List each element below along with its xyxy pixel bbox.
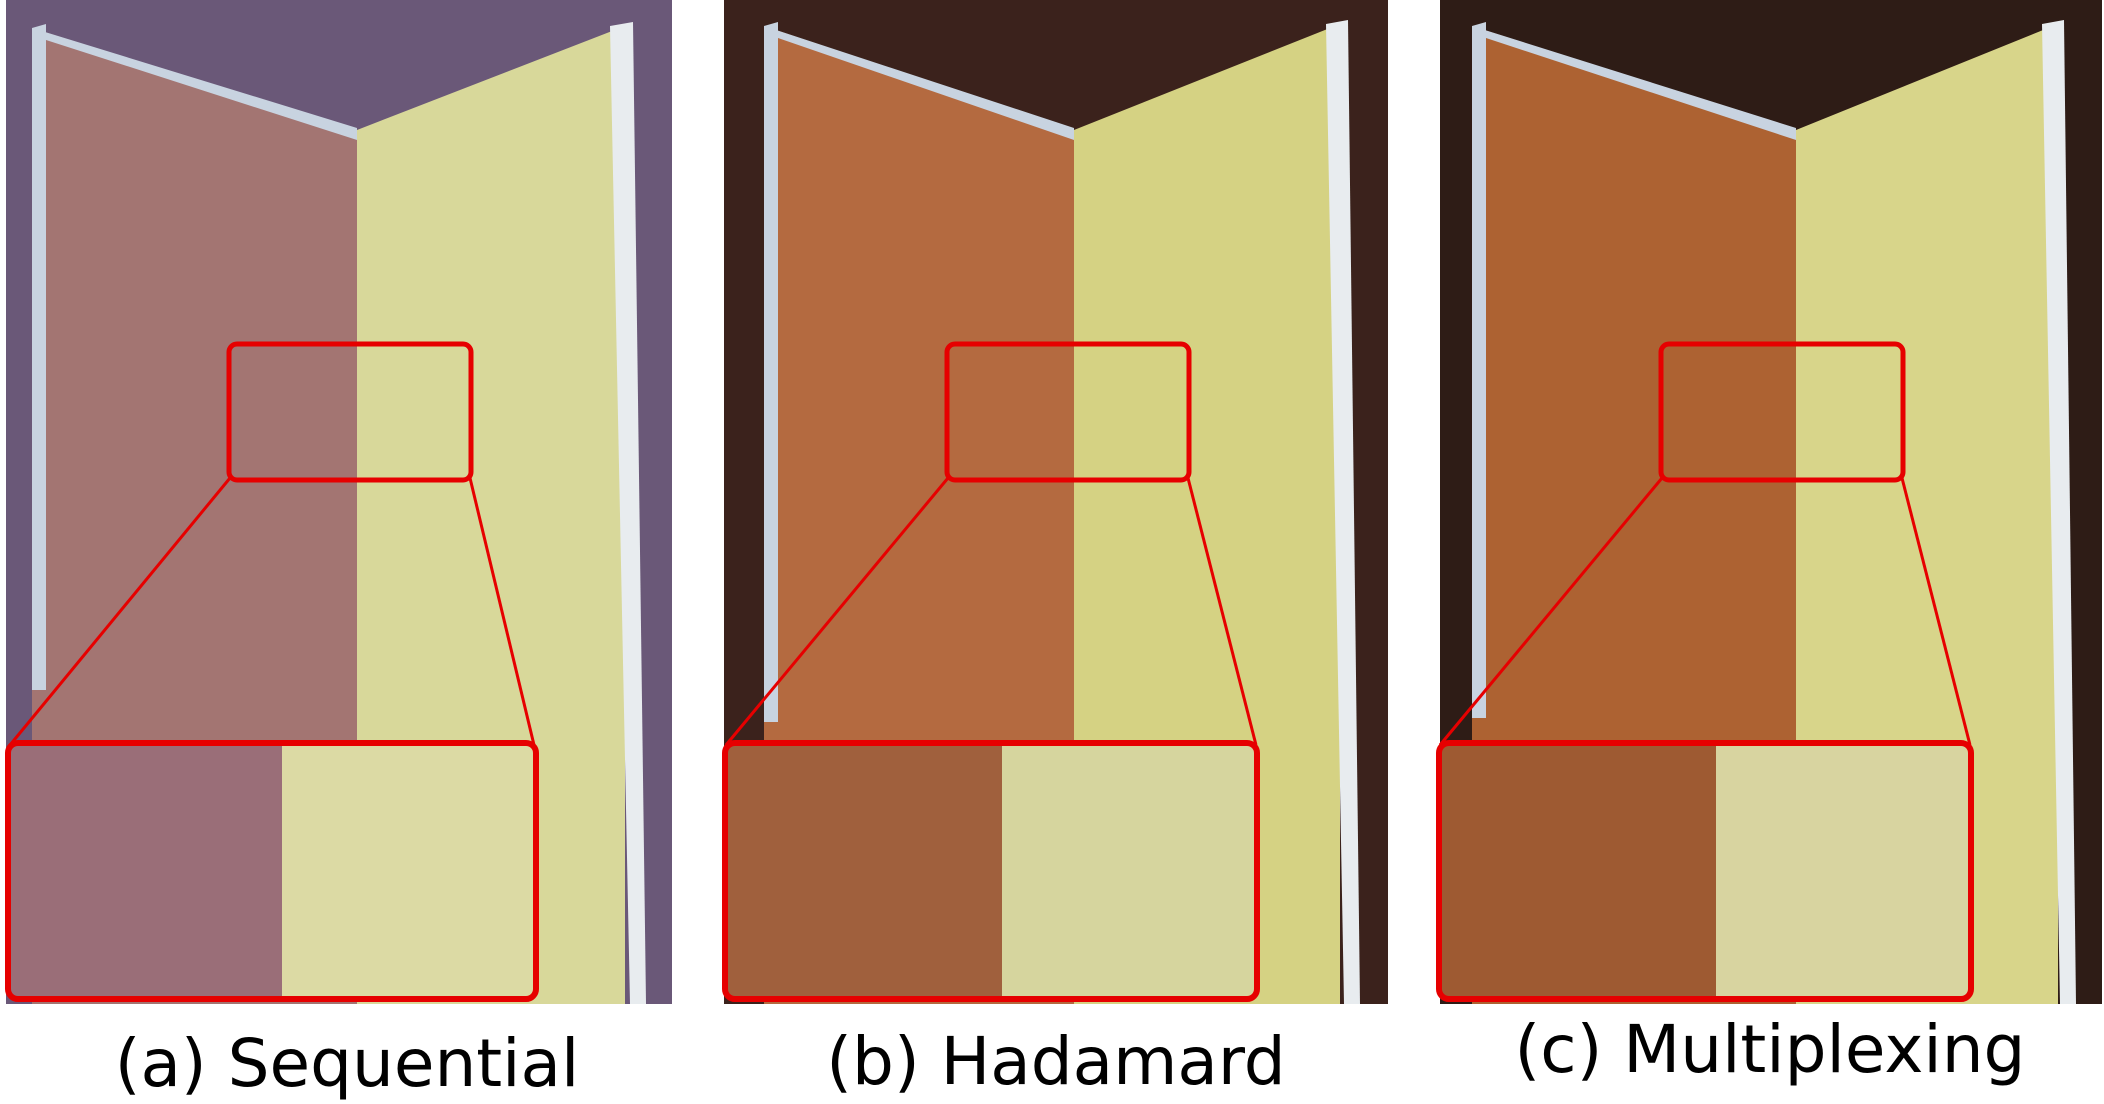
zoom-indicator — [1436, 341, 1974, 1002]
zoom-indicator — [5, 341, 539, 1002]
panel-caption: (c) Multiplexing — [1514, 1011, 2026, 1088]
right-frame-edge — [2042, 20, 2076, 1004]
zoom-region-box — [944, 341, 1192, 483]
zoom-region-box — [1658, 341, 1906, 483]
panel-caption: (b) Hadamard — [826, 1023, 1286, 1100]
zoom-inset-left — [726, 745, 1002, 997]
zoom-inset-border — [1436, 740, 1974, 1002]
top-frame-edge — [764, 26, 1074, 140]
panel-sequential: (a) Sequential — [0, 0, 694, 1104]
zoom-inset-right — [282, 745, 534, 997]
right-frame-edge — [610, 22, 646, 1004]
top-frame-edge — [1472, 26, 1796, 140]
left-frame-edge — [32, 24, 46, 690]
multiplexing-photo — [1436, 0, 2102, 1004]
zoom-inset-right — [1716, 745, 1970, 997]
zoom-inset-left — [1440, 745, 1716, 997]
zoom-inset-left — [10, 745, 282, 997]
zoom-inset-border — [722, 740, 1260, 1002]
sequential-photo — [5, 0, 672, 1004]
top-frame-edge — [32, 28, 357, 140]
zoom-indicator — [722, 341, 1260, 1002]
panel-caption: (a) Sequential — [114, 1025, 580, 1102]
right-frame-edge — [1326, 20, 1360, 1004]
hadamard-photo — [722, 0, 1388, 1004]
left-frame-edge — [1472, 22, 1486, 718]
left-frame-edge — [764, 22, 778, 722]
zoom-region-box — [226, 341, 474, 483]
panel-hadamard: (b) Hadamard — [722, 0, 1390, 1104]
zoom-inset-border — [5, 740, 539, 1002]
panel-multiplexing: (c) Multiplexing — [1436, 0, 2104, 1104]
zoom-inset-right — [1002, 745, 1256, 997]
